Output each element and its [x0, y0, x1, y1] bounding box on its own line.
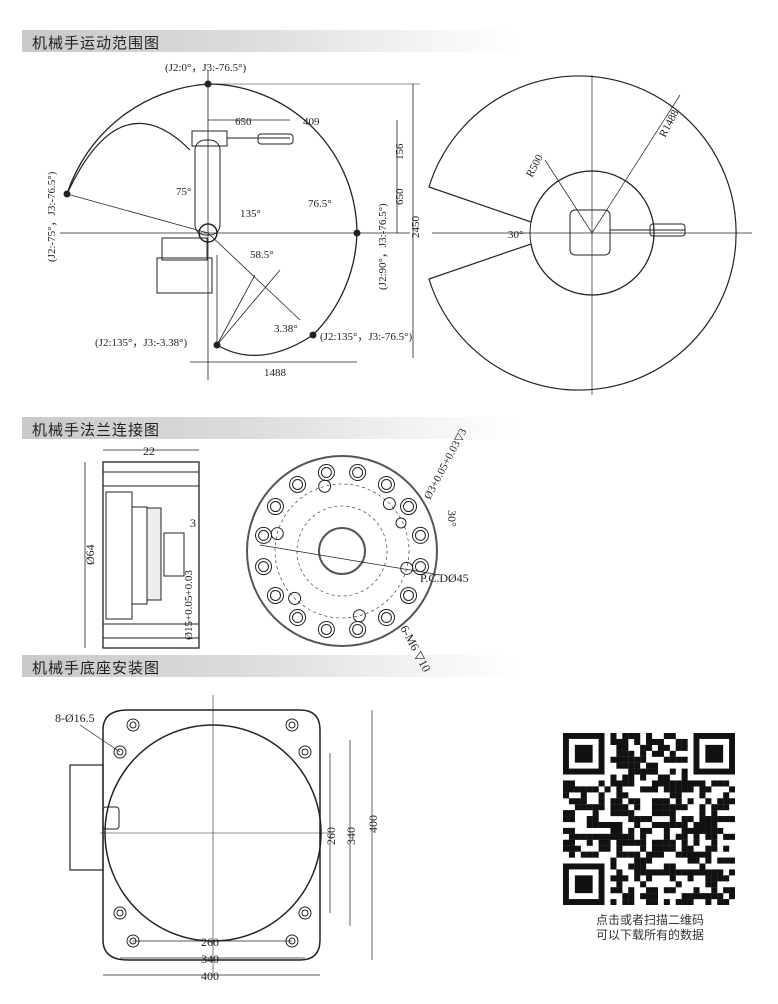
bolt-hole: [266, 586, 284, 604]
flange-bore: Ø15+0.05+0.03: [183, 570, 195, 640]
radius-inner: R500: [524, 152, 546, 179]
section-title: 机械手底座安装图: [32, 659, 161, 677]
angle-3-38: 3.38°: [274, 323, 298, 335]
bolt-hole: [349, 464, 367, 482]
dim-156: 156: [394, 143, 406, 160]
pose-label-top: (J2:0°，J3:-76.5°): [165, 62, 247, 74]
swing-angle: 30°: [508, 229, 523, 241]
dim-h340: 340: [201, 952, 219, 966]
mount-hole: [113, 906, 127, 920]
bolt-hole: [349, 620, 367, 638]
motion-range-side-view: (J2:0°，J3:-76.5°) (J2:-75°，J3:-76.5°) (J…: [46, 62, 422, 380]
qr-code[interactable]: [563, 733, 735, 905]
mount-hole: [126, 718, 140, 732]
qr-caption-line1: 点击或者扫描二维码: [595, 913, 704, 927]
pin-hole-spec: Ø3+0.05+0.03▽3: [422, 426, 470, 501]
m6-hole: [400, 561, 414, 575]
thread-spec: 6-M6 ▽10: [397, 623, 433, 675]
dim-v400: 400: [366, 815, 380, 833]
mount-hole: [285, 718, 299, 732]
bolt-hole: [400, 498, 418, 516]
angle-76-5: 76.5°: [308, 198, 332, 210]
angle-58-5: 58.5°: [250, 249, 274, 261]
base-mounting-view: 8-Ø16.5 260 340 400 260 340 400: [55, 695, 380, 983]
bolt-hole: [289, 609, 307, 627]
angle-135: 135°: [240, 208, 261, 220]
m6-hole: [382, 497, 396, 511]
dim-v340: 340: [344, 827, 358, 845]
section-title: 机械手法兰连接图: [32, 421, 161, 439]
dim-v260: 260: [324, 827, 338, 845]
section-header-flange: 机械手法兰连接图: [22, 417, 522, 439]
pose-label-left: (J2:-75°，J3:-76.5°): [46, 171, 58, 262]
section-header-base: 机械手底座安装图: [22, 655, 522, 677]
mount-hole: [298, 906, 312, 920]
pose-label-bottom-right: (J2:135°，J3:-76.5°): [320, 331, 413, 343]
dim-arm2: 409: [303, 116, 320, 128]
bolt-hole: [255, 558, 273, 576]
mount-holes-spec: 8-Ø16.5: [55, 711, 95, 725]
section-header-motion-range: 机械手运动范围图: [22, 30, 522, 52]
bolt-hole: [317, 464, 335, 482]
mount-hole: [298, 745, 312, 759]
angle-75: 75°: [176, 186, 191, 198]
motion-range-top-view: R500 R1488 30°: [428, 75, 752, 395]
section-title: 机械手运动范围图: [32, 34, 161, 52]
pin-angle: 30°: [445, 510, 459, 527]
dim-650-vertical: 650: [394, 188, 406, 205]
m6-hole: [352, 609, 366, 623]
bolt-hole: [377, 475, 395, 493]
m6-hole: [288, 591, 302, 605]
dim-h400: 400: [201, 969, 219, 983]
flange-front-view: Ø3+0.05+0.03▽3 30° P.C.DØ45 6-M6 ▽10: [246, 426, 470, 675]
bolt-hole: [317, 620, 335, 638]
dim-height: 2450: [410, 216, 422, 239]
bolt-hole: [266, 498, 284, 516]
qr-caption-line2: 可以下载所有的数据: [595, 928, 704, 942]
bolt-hole: [400, 586, 418, 604]
flange-section-view: 22 Ø64 3 Ø15+0.05+0.03: [83, 444, 200, 649]
mount-hole: [113, 745, 127, 759]
bolt-hole: [289, 475, 307, 493]
flange-width: 22: [143, 444, 155, 458]
radius-outer: R1488: [657, 107, 682, 139]
dim-reach: 1488: [264, 367, 287, 379]
flange-diameter: Ø64: [83, 544, 97, 565]
bolt-hole: [377, 609, 395, 627]
m6-hole: [270, 527, 284, 541]
flange-depth: 3: [190, 516, 196, 530]
pitch-circle: P.C.DØ45: [420, 571, 469, 585]
dim-arm1: 650: [235, 116, 252, 128]
dim-h260: 260: [201, 935, 219, 949]
bolt-hole: [255, 526, 273, 544]
pose-label-bottom-left: (J2:135°，J3:-3.38°): [95, 337, 188, 349]
pose-label-right: (J2:90°，J3:-76.5°): [377, 203, 389, 290]
m6-hole: [318, 479, 332, 493]
bolt-hole: [411, 526, 429, 544]
